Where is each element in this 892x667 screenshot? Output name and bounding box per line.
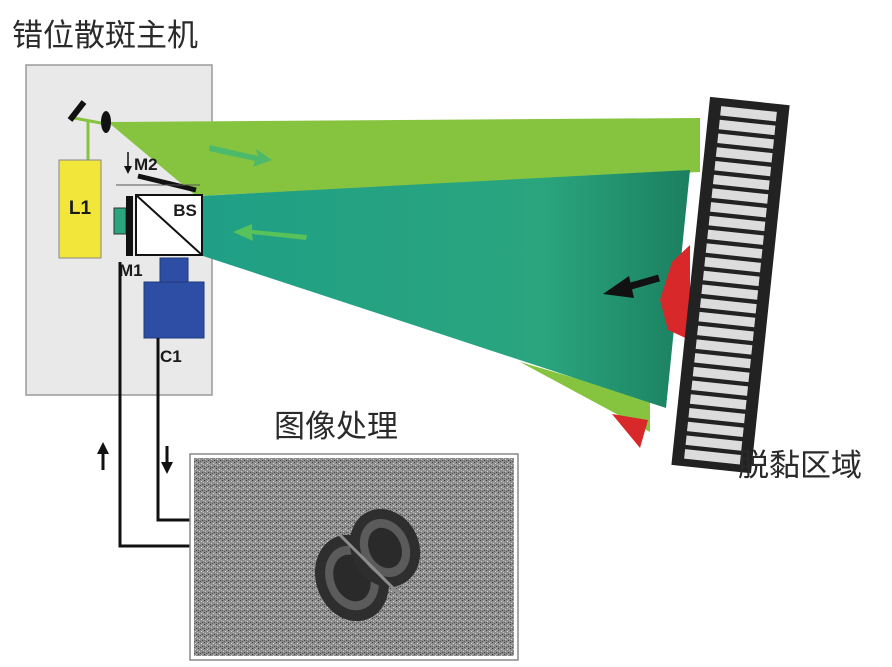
panel-cell bbox=[692, 366, 750, 383]
camera-c1 bbox=[143, 281, 205, 339]
panel-cell bbox=[695, 339, 753, 355]
debond-title: 脱黏区域 bbox=[738, 448, 862, 484]
signal-up-arrow-icon bbox=[97, 442, 109, 470]
expander-lens bbox=[101, 111, 111, 133]
panel-cell bbox=[705, 243, 763, 259]
panel-cell bbox=[697, 325, 754, 341]
panel-cell bbox=[704, 257, 762, 273]
mirror-m1 bbox=[126, 196, 133, 256]
panel-cell bbox=[687, 421, 744, 438]
laser-beam bbox=[108, 118, 700, 196]
return-cable bbox=[118, 262, 192, 548]
beam-direction-arrow-in bbox=[233, 224, 307, 241]
defect-edge bbox=[612, 414, 648, 448]
panel-cell bbox=[701, 284, 759, 300]
mirror-m1-face bbox=[113, 207, 127, 235]
beam-direction-arrow-out bbox=[209, 145, 272, 167]
panel-cell bbox=[711, 188, 769, 204]
panel-cell bbox=[720, 106, 777, 122]
camera-lens bbox=[159, 257, 189, 283]
panel-cell bbox=[715, 147, 773, 163]
laser-label: L1 bbox=[69, 198, 92, 219]
camera-cable bbox=[156, 338, 192, 522]
laser-beam-lower bbox=[520, 362, 650, 432]
processing-title: 图像处理 bbox=[274, 409, 398, 445]
panel-cell bbox=[718, 119, 776, 136]
signal-down-arrow-icon bbox=[161, 446, 173, 474]
displacement-arrow-icon bbox=[603, 274, 660, 298]
fold-mirror bbox=[67, 100, 87, 122]
laser-l1 bbox=[58, 159, 102, 259]
beam-splitter-label: BS bbox=[173, 201, 197, 220]
panel-cell bbox=[708, 215, 766, 232]
panel-cell bbox=[698, 311, 756, 328]
panel-cell bbox=[694, 353, 751, 369]
panel-cell bbox=[689, 394, 747, 410]
defect-region bbox=[660, 245, 690, 340]
panel-cell bbox=[688, 408, 746, 424]
camera-label: C1 bbox=[160, 347, 182, 366]
panel-cell bbox=[712, 174, 770, 190]
mirror1-label: M1 bbox=[119, 261, 143, 280]
panel-cell bbox=[717, 133, 774, 149]
panel-cell bbox=[684, 449, 741, 465]
mirror2-label: M2 bbox=[134, 155, 158, 174]
host-title: 错位散斑主机 bbox=[12, 18, 198, 54]
panel-cell bbox=[714, 160, 772, 177]
mirror-m2 bbox=[137, 173, 197, 193]
panel-cell bbox=[699, 298, 757, 314]
composite-panel bbox=[671, 96, 790, 474]
panel-cell bbox=[702, 270, 760, 287]
panel-cell bbox=[691, 380, 749, 396]
panel-cell bbox=[707, 229, 764, 245]
fringe-pattern bbox=[314, 509, 421, 622]
return-beam bbox=[200, 170, 690, 408]
panel-cell bbox=[710, 202, 767, 218]
panel-cell bbox=[685, 435, 743, 451]
laser-fiber bbox=[73, 116, 107, 126]
